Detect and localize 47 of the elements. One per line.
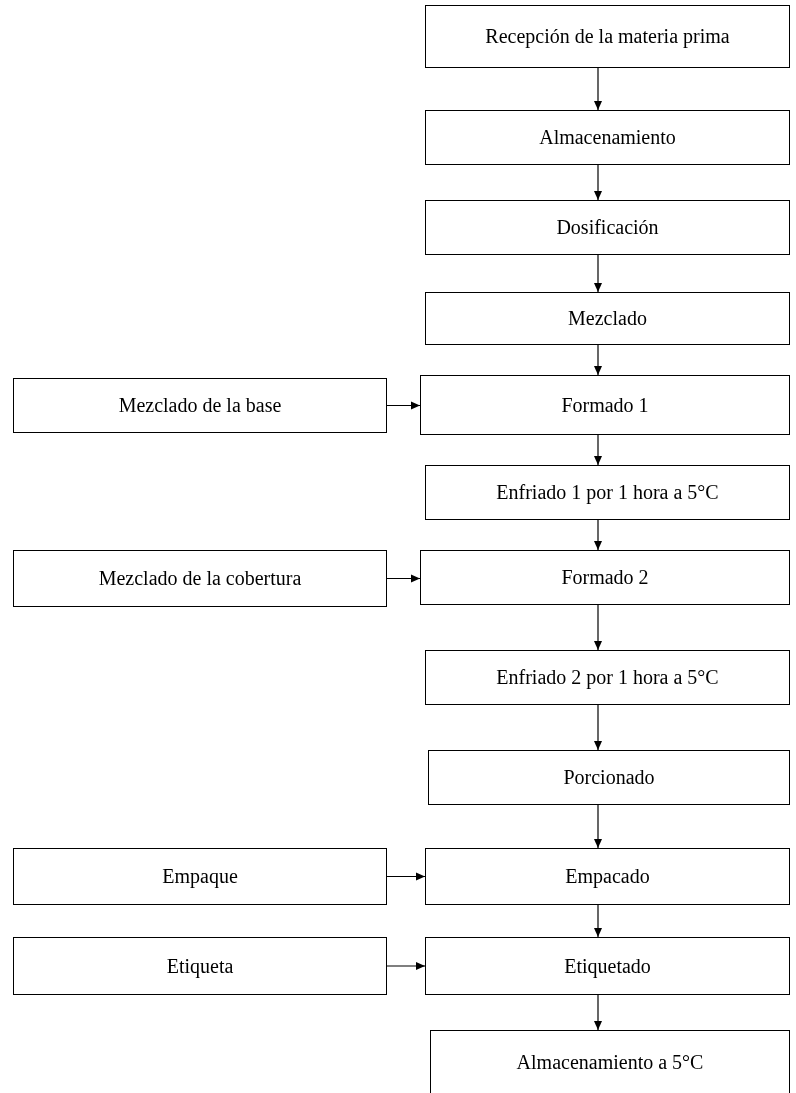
process-box [425, 848, 790, 905]
process-box [428, 750, 790, 805]
process-box [13, 937, 387, 995]
step-label: Mezclado de la base [118, 393, 282, 418]
process-box [430, 1030, 790, 1093]
process-box [425, 200, 790, 255]
step-label: Formado 1 [561, 392, 649, 418]
arrow [594, 604, 602, 651]
process-box [425, 650, 790, 705]
process-box [425, 110, 790, 165]
process-box [425, 292, 790, 345]
arrow [594, 904, 602, 938]
step-label: Dosificación [556, 215, 659, 240]
arrow [594, 434, 602, 466]
process-box [13, 378, 387, 433]
arrow [594, 344, 602, 376]
step-label: Etiqueta [166, 953, 234, 979]
arrow [594, 704, 602, 751]
process-box [13, 550, 387, 607]
arrow [594, 67, 602, 111]
step-label: Empaque [162, 864, 238, 889]
arrow [594, 994, 602, 1031]
step-label: Empacado [565, 864, 650, 889]
step-label: Almacenamiento a 5°C [516, 1049, 704, 1075]
step-label: Mezclado de la cobertura [98, 566, 302, 591]
step-label: Almacenamiento [539, 125, 676, 150]
arrow [386, 401, 421, 410]
step-label: Enfriado 2 por 1 hora a 5°C [496, 665, 719, 690]
arrow [386, 872, 426, 881]
process-box [425, 5, 790, 68]
step-label: Recepción de la materia prima [485, 24, 730, 49]
step-label: Porcionado [563, 765, 655, 790]
arrow [594, 254, 602, 293]
process-box [425, 937, 790, 995]
process-box [420, 550, 790, 605]
step-label: Mezclado [568, 306, 647, 331]
arrow [594, 519, 602, 551]
step-label: Formado 2 [561, 565, 649, 590]
arrow [594, 804, 602, 849]
step-label: Enfriado 1 por 1 hora a 5°C [496, 480, 719, 505]
arrow [386, 962, 426, 970]
process-box [13, 848, 387, 905]
arrow [594, 164, 602, 201]
process-box [425, 465, 790, 520]
process-box [420, 375, 790, 435]
step-label: Etiquetado [564, 953, 651, 979]
arrow [386, 574, 421, 583]
